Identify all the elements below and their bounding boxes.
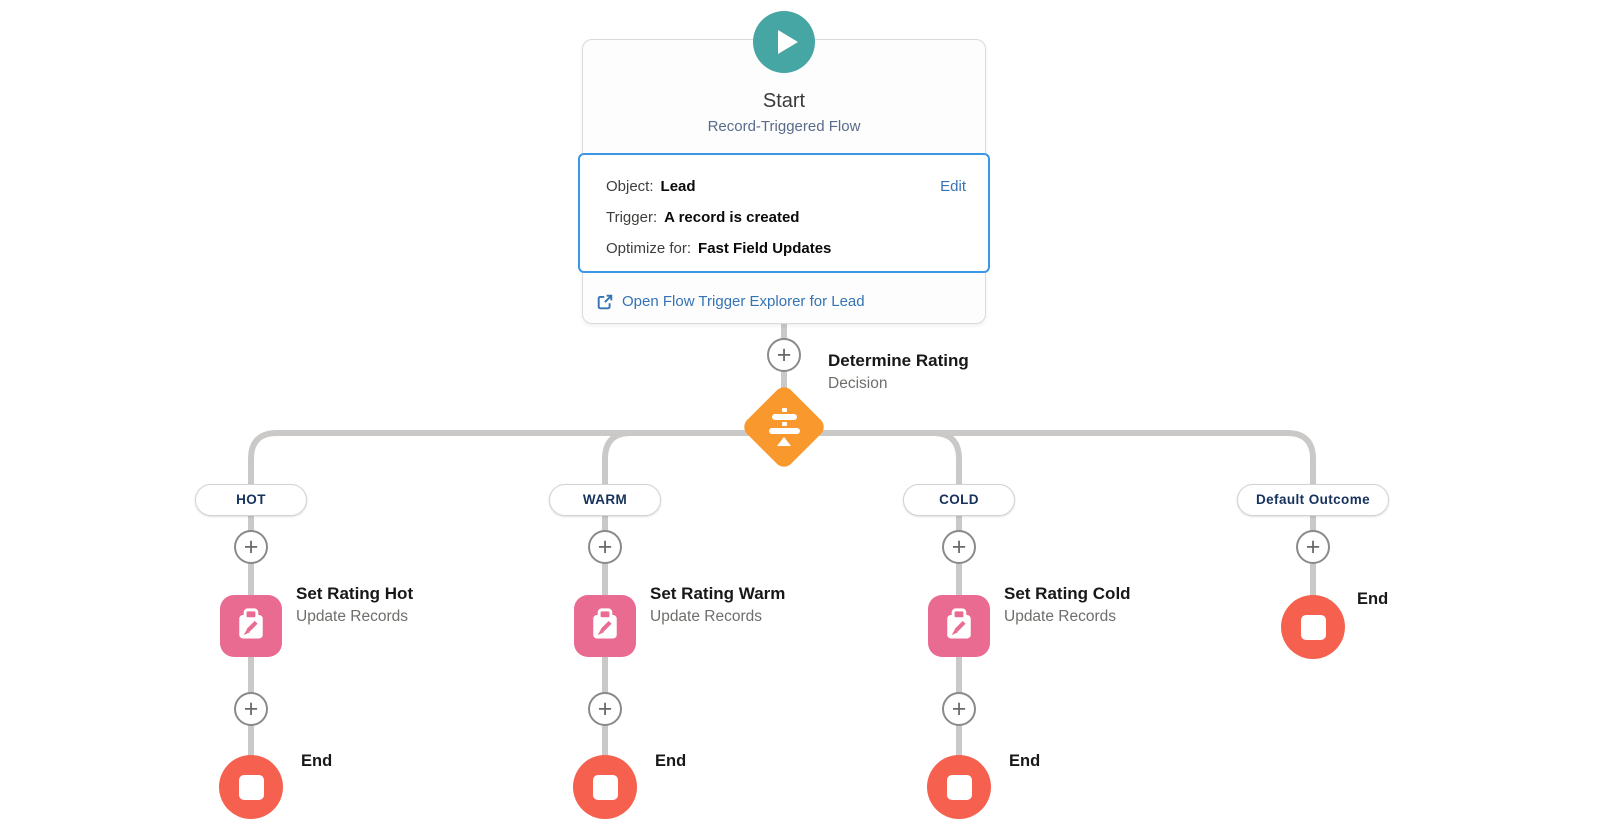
node-subtitle: Update Records — [650, 608, 763, 625]
edit-link[interactable]: Edit — [940, 178, 966, 195]
clipboard-pencil-icon — [947, 608, 971, 639]
stop-icon — [1300, 614, 1326, 640]
decision-title: Determine Rating — [828, 351, 969, 370]
add-element-button-cold-2[interactable]: + — [942, 692, 976, 726]
config-row-trigger: Trigger: A record is created — [606, 202, 966, 233]
add-element-button-main[interactable]: + — [767, 338, 801, 372]
end-label-hot: End — [301, 752, 333, 770]
end-node-warm — [573, 755, 637, 819]
node-title: Set Rating Cold — [1004, 584, 1131, 603]
add-element-button-hot-2[interactable]: + — [234, 692, 268, 726]
start-node-title: Start — [762, 90, 806, 112]
stop-icon — [238, 774, 264, 800]
add-element-button-warm-1[interactable]: + — [588, 530, 622, 564]
stop-icon — [592, 774, 618, 800]
config-value: Fast Field Updates — [698, 240, 832, 257]
decision-node-label: Determine Rating Decision — [828, 351, 969, 393]
end-node-default — [1281, 595, 1345, 659]
decision-node[interactable] — [740, 383, 828, 471]
plus-icon: + — [243, 695, 259, 723]
outcome-label-warm: WARM — [549, 484, 661, 516]
plus-icon: + — [597, 533, 613, 561]
config-value: A record is created — [664, 209, 800, 226]
stop-icon — [946, 774, 972, 800]
update-records-label-cold: Set Rating Cold Update Records — [1004, 584, 1131, 626]
node-subtitle: Update Records — [1004, 608, 1117, 625]
add-element-button-cold-1[interactable]: + — [942, 530, 976, 564]
end-label-cold: End — [1009, 752, 1041, 770]
config-label: Optimize for: — [606, 240, 692, 257]
config-value: Lead — [660, 178, 696, 195]
config-label: Object: — [606, 178, 654, 195]
plus-icon: + — [243, 533, 259, 561]
node-title: Set Rating Warm — [650, 584, 786, 603]
flow-start-play-icon — [753, 11, 815, 73]
explorer-link-label: Open Flow Trigger Explorer for Lead — [622, 293, 865, 310]
decision-subtitle: Decision — [828, 375, 888, 392]
end-label-warm: End — [655, 752, 687, 770]
add-element-button-default[interactable]: + — [1296, 530, 1330, 564]
clipboard-pencil-icon — [239, 608, 263, 639]
decision-signpost-icon — [768, 408, 800, 446]
node-subtitle: Update Records — [296, 608, 409, 625]
update-records-node-warm[interactable] — [574, 595, 636, 657]
end-node-cold — [927, 755, 991, 819]
plus-icon: + — [951, 533, 967, 561]
update-records-node-cold[interactable] — [928, 595, 990, 657]
update-records-label-warm: Set Rating Warm Update Records — [650, 584, 785, 626]
clipboard-pencil-icon — [593, 608, 617, 639]
outcome-label-hot: HOT — [195, 484, 307, 516]
config-row-optimize: Optimize for: Fast Field Updates — [606, 233, 966, 264]
open-flow-trigger-explorer-link[interactable]: Open Flow Trigger Explorer for Lead — [597, 293, 865, 310]
end-label-default: End — [1357, 590, 1389, 608]
outcome-label-default: Default Outcome — [1236, 484, 1390, 516]
config-label: Trigger: — [606, 209, 658, 226]
plus-icon: + — [776, 341, 792, 369]
plus-icon: + — [1305, 533, 1321, 561]
start-node-subtitle: Record-Triggered Flow — [707, 118, 861, 135]
config-row-object: Edit Object: Lead — [606, 171, 966, 202]
update-records-node-hot[interactable] — [220, 595, 282, 657]
plus-icon: + — [951, 695, 967, 723]
plus-icon: + — [597, 695, 613, 723]
add-element-button-hot-1[interactable]: + — [234, 530, 268, 564]
update-records-label-hot: Set Rating Hot Update Records — [296, 584, 413, 626]
start-node: Start Record-Triggered Flow Edit Object:… — [578, 11, 990, 324]
play-triangle-icon — [777, 30, 798, 54]
node-title: Set Rating Hot — [296, 584, 414, 603]
end-node-hot — [219, 755, 283, 819]
external-link-icon — [597, 294, 613, 309]
start-config-box[interactable]: Edit Object: Lead Trigger: A record is cre… — [578, 153, 990, 273]
add-element-button-warm-2[interactable]: + — [588, 692, 622, 726]
outcome-label-cold: COLD — [903, 484, 1015, 516]
